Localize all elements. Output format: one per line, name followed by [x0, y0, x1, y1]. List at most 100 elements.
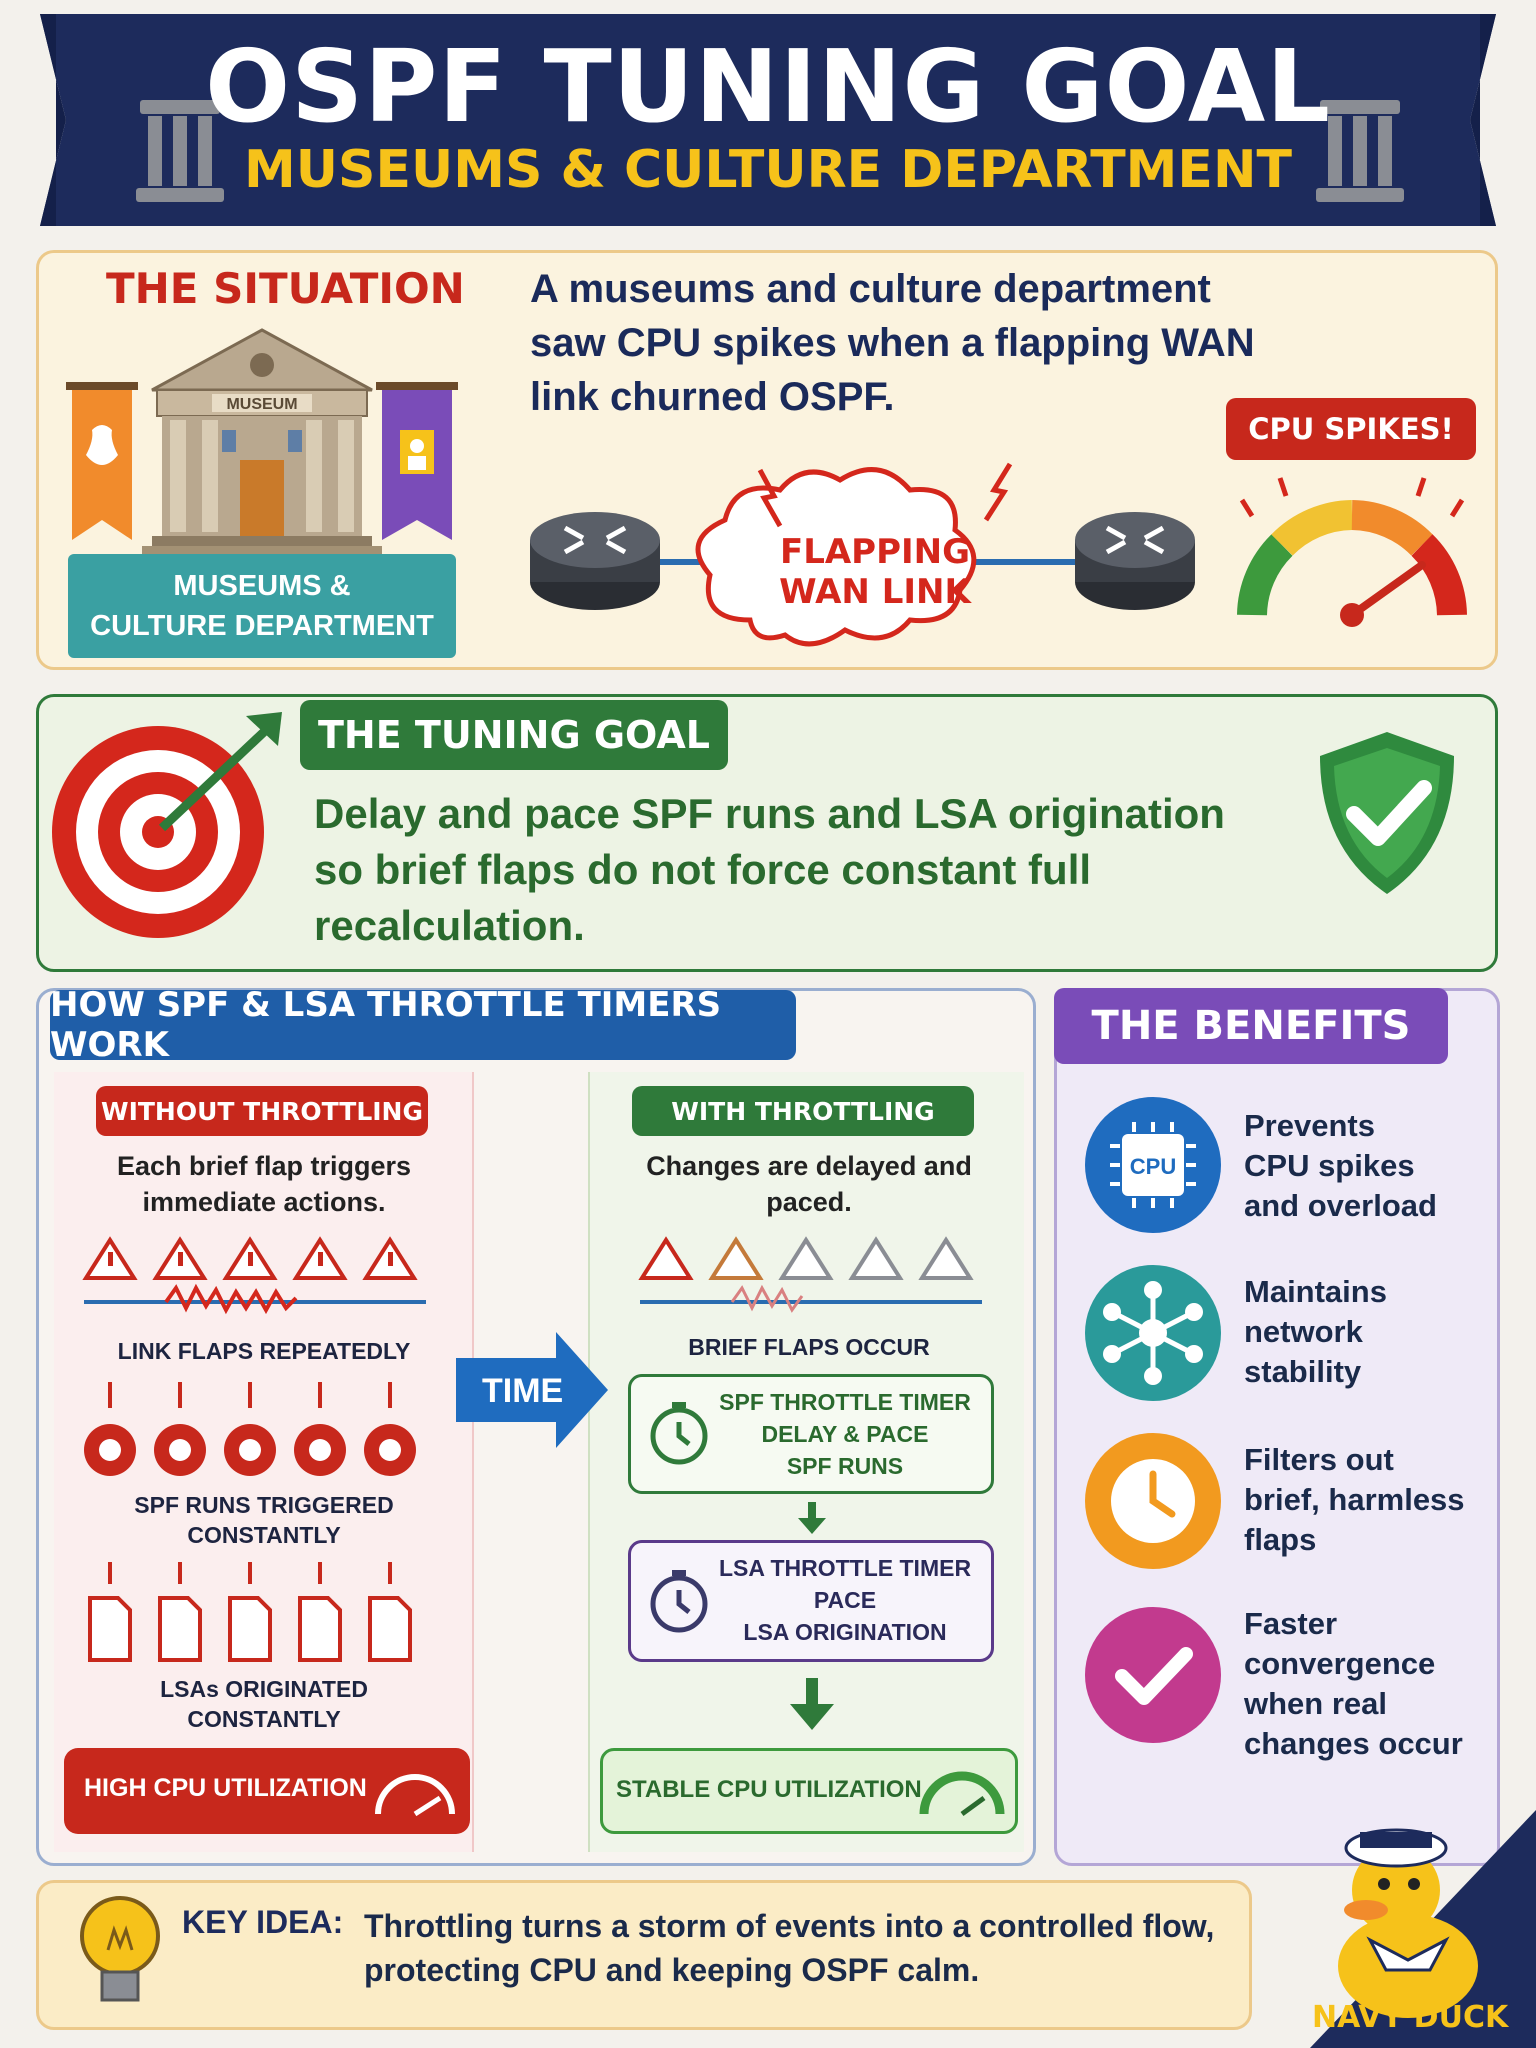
spf-gears-illustration: [84, 1382, 416, 1476]
without-throttling-label: WITHOUT THROTTLING: [96, 1086, 428, 1136]
tuning-goal-text: Delay and pace SPF runs and LSA originat…: [314, 786, 1314, 954]
key-idea-label: KEY IDEA:: [182, 1904, 344, 1940]
spf-timer-line-1: SPF THROTTLE TIMER: [719, 1389, 971, 1415]
navy-duck-mascot: [1310, 1810, 1536, 2048]
time-label: TIME: [482, 1372, 564, 1410]
benefit-1-line-2: CPU spikes: [1244, 1148, 1415, 1183]
spf-timer-line-2: DELAY & PACE: [761, 1421, 929, 1447]
with-throttling-label: WITH THROTTLING: [632, 1086, 974, 1136]
key-idea-panel: [36, 1880, 1252, 2030]
router-icon-left: [530, 512, 660, 610]
lsa-originated-label: LSAs ORIGINATED CONSTANTLY: [64, 1674, 464, 1734]
page-title: OSPF TUNING GOAL: [205, 28, 1331, 145]
without-desc-line-2: immediate actions.: [142, 1187, 386, 1217]
with-desc-line-1: Changes are delayed and: [646, 1151, 972, 1181]
cloud-label-line-1: FLAPPING: [779, 532, 971, 572]
spf-throttle-timer-text: SPF THROTTLE TIMER DELAY & PACE SPF RUNS: [710, 1386, 980, 1482]
museum-label-line-1: MUSEUMS &: [173, 570, 351, 602]
stable-cpu-box: [600, 1748, 1018, 1834]
benefit-2-line-2: network: [1244, 1314, 1363, 1349]
tuning-goal-heading: THE TUNING GOAL: [300, 700, 728, 770]
museum-label: MUSEUMS & CULTURE DEPARTMENT: [68, 566, 456, 646]
museum-label-box: [68, 554, 456, 658]
benefit-2: Maintains network stability: [1244, 1272, 1387, 1392]
situation-heading: THE SITUATION: [106, 264, 465, 313]
cpu-gauge-icon: [1237, 477, 1467, 627]
wan-link-illustration: [530, 462, 1195, 647]
benefit-4-line-3: when real: [1244, 1686, 1387, 1721]
without-desc-line-1: Each brief flap triggers: [116, 1151, 412, 1181]
document-icons: [88, 1596, 412, 1662]
key-idea-line-2: protecting CPU and keeping OSPF calm.: [364, 1952, 980, 1988]
stopwatch-icon-lsa: [650, 1570, 708, 1633]
benefit-2-line-1: Maintains: [1244, 1274, 1387, 1309]
link-flaps-label: LINK FLAPS REPEATEDLY: [117, 1338, 411, 1364]
spf-throttle-timer-box: [628, 1374, 994, 1494]
museum-label-line-2: CULTURE DEPARTMENT: [90, 610, 434, 642]
lightbulb-icon: [80, 1896, 160, 2002]
benefit-4-line-1: Faster: [1244, 1606, 1338, 1641]
lsa-timer-line-3: LSA ORIGINATION: [743, 1619, 947, 1645]
benefit-4-line-2: convergence: [1244, 1646, 1436, 1681]
benefits-heading: THE BENEFITS: [1054, 988, 1448, 1064]
lsa-originated-line-2: CONSTANTLY: [187, 1706, 341, 1732]
benefit-3-line-3: flaps: [1244, 1522, 1317, 1557]
cloud-icon: [695, 467, 977, 647]
link-flaps-illustration: [82, 1236, 426, 1315]
with-description: Changes are delayed and paced.: [604, 1148, 1014, 1220]
benefit-4: Faster convergence when real changes occ…: [1244, 1604, 1463, 1764]
title-banner: [40, 14, 1496, 226]
clock-icon: [1085, 1433, 1221, 1569]
tuning-goal-line-2: so brief flaps do not force constant ful…: [314, 846, 1092, 893]
pillar-icon-left: [136, 100, 224, 202]
key-idea-line-1: Throttling turns a storm of events into …: [364, 1908, 1215, 1944]
gauge-high-icon: [375, 1774, 455, 1817]
time-arrow-icon: [456, 1332, 608, 1448]
cpu-chip-icon: CPU: [1085, 1097, 1221, 1233]
stable-cpu-label: STABLE CPU UTILIZATION: [616, 1776, 922, 1803]
cloud-label: FLAPPING WAN LINK: [750, 532, 1000, 612]
target-icon: [52, 712, 282, 938]
benefit-3-line-2: brief, harmless: [1244, 1482, 1465, 1517]
benefit-3: Filters out brief, harmless flaps: [1244, 1440, 1465, 1560]
tuning-goal-line-1: Delay and pace SPF runs and LSA originat…: [314, 790, 1225, 837]
benefit-1: Prevents CPU spikes and overload: [1244, 1106, 1437, 1226]
router-icon-right: [1075, 512, 1195, 610]
cloud-label-line-2: WAN LINK: [779, 572, 971, 612]
lsa-timer-line-2: PACE: [813, 1587, 877, 1613]
benefit-1-line-1: Prevents: [1244, 1108, 1375, 1143]
spf-runs-label: SPF RUNS TRIGGERED CONSTANTLY: [64, 1490, 464, 1550]
how-it-works-heading: HOW SPF & LSA THROTTLE TIMERS WORK: [50, 985, 796, 1065]
brief-flaps-label: BRIEF FLAPS OCCUR: [688, 1334, 930, 1360]
museum-icon: MUSEUM: [66, 328, 458, 556]
benefit-1-line-3: and overload: [1244, 1188, 1437, 1223]
mascot-label: NAVY DUCK: [1312, 2000, 1509, 2035]
benefit-3-line-1: Filters out: [1244, 1442, 1394, 1477]
tuning-goal-panel: [36, 694, 1498, 972]
network-icon: [1085, 1265, 1221, 1401]
lsa-throttle-timer-box: [628, 1540, 994, 1662]
museum-sign: MUSEUM: [226, 396, 297, 413]
cpu-spikes-badge: CPU SPIKES!: [1226, 398, 1476, 460]
lsa-throttle-timer-text: LSA THROTTLE TIMER PACE LSA ORIGINATION: [710, 1552, 980, 1648]
stopwatch-icon-spf: [650, 1402, 708, 1465]
benefit-4-line-4: changes occur: [1244, 1726, 1463, 1761]
arrow-down-icon-2: [790, 1678, 834, 1730]
tuning-goal-line-3: recalculation.: [314, 902, 585, 949]
spf-runs-line-1: SPF RUNS TRIGGERED: [134, 1492, 394, 1518]
spf-timer-line-3: SPF RUNS: [786, 1453, 904, 1479]
pillar-icon-right: [1316, 100, 1404, 202]
lightning-icon-right: [983, 462, 1013, 522]
cpu-chip-label: CPU: [1130, 1154, 1176, 1179]
without-description: Each brief flap triggers immediate actio…: [64, 1148, 464, 1220]
checkmark-icon: [1085, 1607, 1221, 1743]
benefit-2-line-3: stability: [1244, 1354, 1362, 1389]
shield-check-icon: [1320, 732, 1454, 894]
lightning-icon-left: [757, 468, 783, 528]
gauge-stable-icon: [919, 1771, 1005, 1817]
brief-flaps-illustration: [638, 1236, 982, 1313]
key-idea-text: Throttling turns a storm of events into …: [364, 1904, 1214, 1992]
arrow-down-icon-1: [798, 1502, 826, 1534]
lsa-originated-line-1: LSAs ORIGINATED: [160, 1676, 368, 1702]
situation-text: A museums and culture department saw CPU…: [530, 267, 1255, 419]
